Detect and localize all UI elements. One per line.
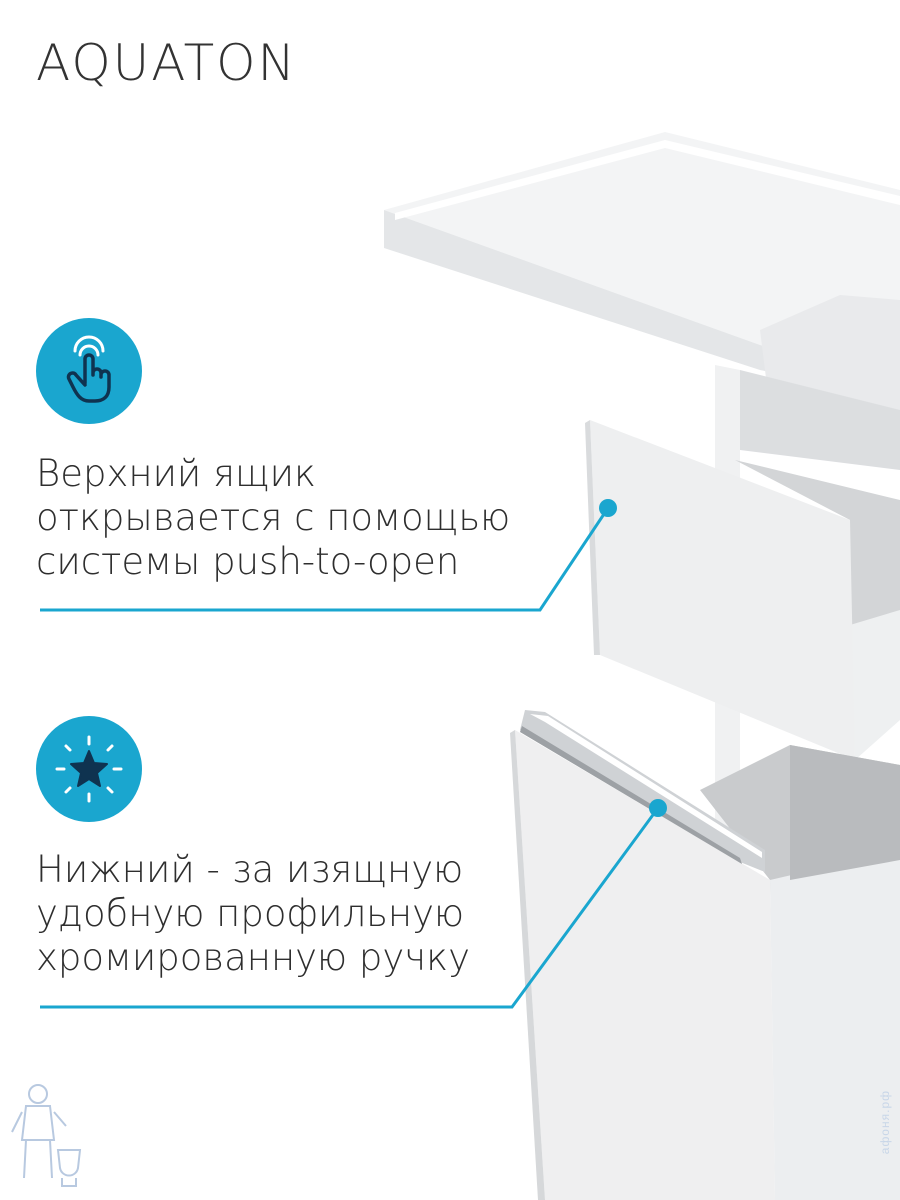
- lower-drawer-front: [515, 730, 775, 1200]
- upper-drawer-interior: [735, 460, 900, 640]
- callout-line-upper: [40, 507, 610, 612]
- callout-line-lower: [40, 807, 660, 1009]
- upper-drawer-front-edge: [585, 420, 600, 655]
- plumber-mascot-icon: [11, 1084, 82, 1187]
- feature-icon-star: [36, 716, 142, 822]
- caption-line: удобную профильную: [36, 892, 465, 935]
- upper-drawer-bottom-side: [850, 610, 900, 760]
- lower-drawer-inner-wall: [790, 745, 900, 880]
- lower-drawer-side: [770, 850, 900, 1200]
- caption-line: Нижний - за изящную: [36, 848, 464, 891]
- lower-drawer-front-edge: [510, 730, 545, 1200]
- touch-hand-icon: [66, 335, 111, 403]
- cabinet-inner-top: [740, 370, 900, 470]
- caption-line: открывается с помощью: [36, 496, 511, 539]
- brand-logo: AQUATON: [36, 34, 297, 92]
- caption-line: Верхний ящик: [36, 452, 317, 495]
- feature-caption-upper-drawer: Верхний ящик открывается с помощью систе…: [36, 452, 596, 584]
- countertop-rim: [395, 140, 900, 220]
- chrome-handle-shadow: [520, 726, 742, 864]
- feature-caption-lower-drawer: Нижний - за изящную удобную профильную х…: [36, 848, 596, 980]
- feature-icon-touch: [36, 318, 142, 424]
- caption-line: хромированную ручку: [36, 936, 470, 979]
- chrome-handle: [520, 710, 765, 872]
- watermark-text: афоня.рф: [878, 1089, 892, 1154]
- callout-dot-upper: [599, 499, 617, 517]
- upper-drawer-front: [590, 420, 855, 760]
- star-sparkle-icon: [55, 735, 123, 803]
- countertop-top: [384, 132, 900, 380]
- callout-dot-lower: [649, 799, 667, 817]
- caption-line: системы push-to-open: [36, 540, 460, 583]
